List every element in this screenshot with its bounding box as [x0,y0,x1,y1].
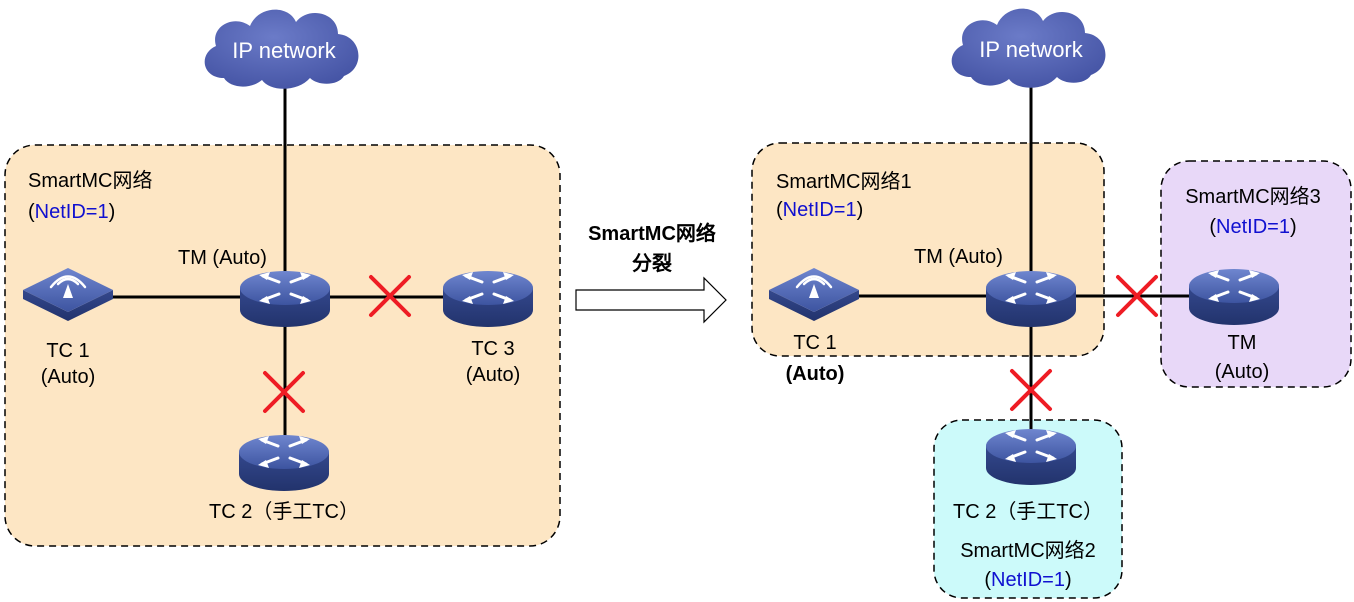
switch-icon [1187,267,1281,327]
left-region [4,144,561,547]
left-tc2-label: TC 2（手工TC） [209,500,359,523]
arrow-label-line1: SmartMC网络 [588,221,716,245]
left-tc1-mode: (Auto) [41,366,95,388]
left-links [110,85,445,440]
switch-icon [984,427,1078,487]
arrow-icon [575,276,727,324]
left-tm-label: TM (Auto) [178,247,267,269]
right-region1-netid-value: NetID=1 [783,199,857,221]
left-tc1-label: TC 1 [46,340,89,362]
right-region1-name: SmartMC网络1 [776,170,912,193]
right-region3-name: SmartMC网络3 [1185,185,1321,208]
right-region3-netid: (NetID=1) [1209,216,1296,238]
switch-icon [984,269,1078,329]
left-tc3-mode: (Auto) [466,364,520,386]
right-tc1-label: TC 1 [793,332,836,354]
left-tc3-label: TC 3 [471,338,514,360]
right-links [858,85,1192,432]
switch-icon [441,269,535,329]
switch-icon [238,269,332,329]
right-region2-netid: (NetID=1) [984,569,1071,591]
right-region3-netid-value: NetID=1 [1216,216,1290,238]
right-tm2-mode: (Auto) [1215,361,1269,383]
right-tm2-label: TM [1228,332,1257,354]
left-region-netid: (NetID=1) [28,201,115,223]
right-region2-netid-value: NetID=1 [991,569,1065,591]
left-cloud-label: IP network [232,38,337,63]
right-region2-name: SmartMC网络2 [960,539,1096,562]
right-tc2-label: TC 2（手工TC） [953,500,1103,523]
left-region-name: SmartMC网络 [28,169,152,192]
right-tm-label: TM (Auto) [914,246,1003,268]
left-region-netid-value: NetID=1 [35,201,109,223]
right-tc1-mode: (Auto) [786,363,845,385]
right-region1-netid: (NetID=1) [776,199,863,221]
arrow-label-line2: 分裂 [632,252,672,275]
right-cloud-label: IP network [979,37,1084,62]
switch-icon [237,433,331,493]
